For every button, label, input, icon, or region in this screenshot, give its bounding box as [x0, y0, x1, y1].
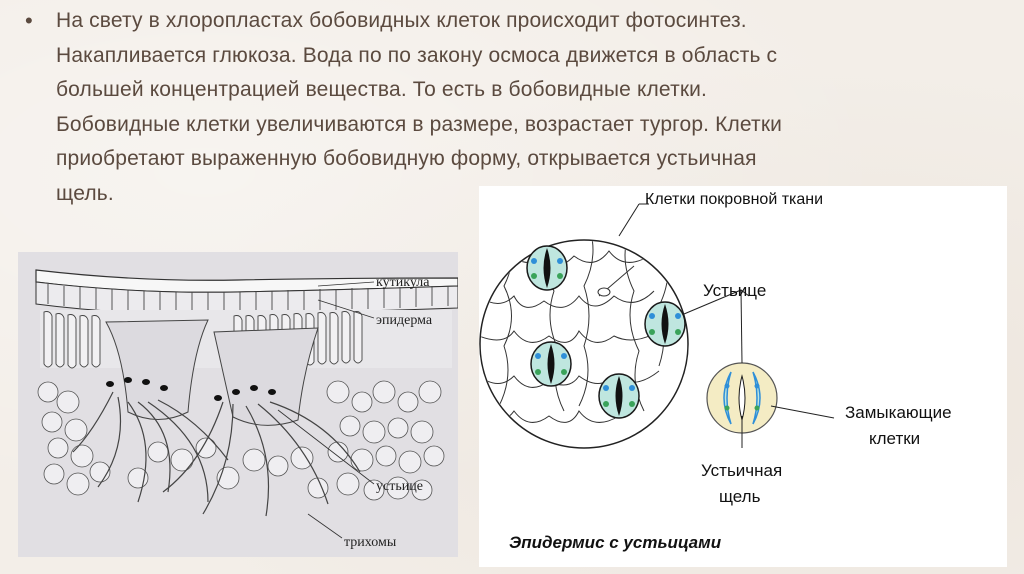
label-guard-cells-line2: клетки	[869, 429, 920, 448]
epidermis-stomata-figure: Клетки покровной ткани Устьице Замыкающи…	[479, 186, 1007, 567]
figure-caption: Эпидермис с устьицами	[509, 533, 722, 552]
label-cuticle: кутикула	[376, 275, 430, 290]
paragraph-line: большей концентрацией вещества. То есть …	[56, 73, 1011, 108]
label-cover-cells: Клетки покровной ткани	[645, 191, 823, 208]
stoma-cell	[599, 374, 639, 418]
leaf-cross-section-figure: кутикула эпидерма устьице трихомы	[18, 252, 458, 557]
bullet-marker: •	[25, 4, 33, 39]
label-stoma-zoom: Устьице	[703, 281, 766, 300]
label-trichomes: трихомы	[344, 535, 397, 550]
stoma-cell	[645, 302, 685, 346]
leaf-groove-left	[106, 320, 208, 420]
epidermis-drawing: Клетки покровной ткани Устьице Замыкающи…	[479, 186, 1007, 567]
stoma-cell	[531, 342, 571, 386]
label-stoma: устьице	[376, 479, 423, 494]
leaf-cross-section-drawing: кутикула эпидерма устьице трихомы	[18, 252, 458, 557]
paragraph-line: На свету в хлоропластах бобовидных клето…	[56, 4, 1011, 39]
paragraph-body: На свету в хлоропластах бобовидных клето…	[56, 4, 1011, 211]
paragraph-line: Накапливается глюкоза. Вода по по закону…	[56, 39, 1011, 74]
stoma-cell	[527, 246, 567, 290]
label-guard-cells-line1: Замыкающие	[845, 403, 952, 422]
paragraph-line: приобретают выраженную бобовидную форму,…	[56, 142, 1011, 177]
label-stomatal-slit-line2: щель	[719, 487, 761, 506]
paragraph-line: Бобовидные клетки увеличиваются в размер…	[56, 108, 1011, 143]
label-stomatal-slit-line1: Устьичная	[701, 461, 782, 480]
label-epidermis: эпидерма	[376, 313, 433, 328]
